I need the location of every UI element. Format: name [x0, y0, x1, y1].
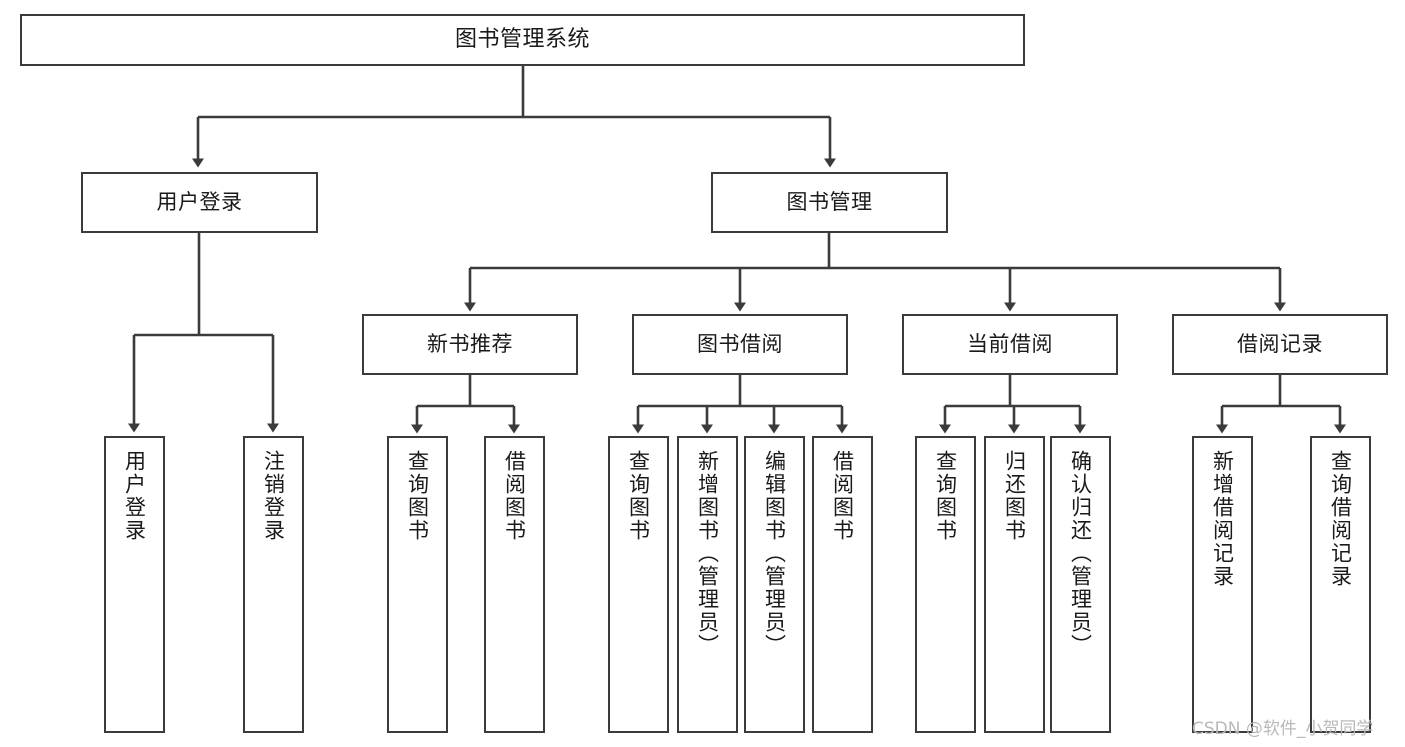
node-book-management[interactable]: 图书管理 [711, 172, 948, 233]
csdn-watermark: CSDN @软件_小贺同学 [1192, 719, 1374, 739]
node-leaf-user-logout[interactable]: 注销登录 [243, 436, 304, 733]
node-leaf-user-logout-label: 注销登录 [261, 450, 286, 542]
node-leaf-borrow-borrow-book-label: 借阅图书 [830, 450, 855, 542]
node-leaf-recommend-borrow-book[interactable]: 借阅图书 [484, 436, 545, 733]
node-leaf-recommend-query-book-label: 查询图书 [405, 450, 430, 542]
node-book-management-label: 图书管理 [786, 189, 873, 214]
node-current-borrow[interactable]: 当前借阅 [902, 314, 1118, 375]
node-leaf-borrow-borrow-book[interactable]: 借阅图书 [812, 436, 873, 733]
node-leaf-borrow-query-book-label: 查询图书 [626, 450, 651, 542]
node-root[interactable]: 图书管理系统 [20, 14, 1025, 66]
node-leaf-current-query-book-label: 查询图书 [933, 450, 958, 542]
node-new-book-recommend-label: 新书推荐 [427, 331, 513, 356]
node-leaf-user-login-label: 用户登录 [122, 450, 147, 542]
node-user-login[interactable]: 用户登录 [81, 172, 318, 233]
node-leaf-current-confirm-return-label: 确认归还（管理员） [1068, 450, 1093, 657]
node-leaf-record-query-record[interactable]: 查询借阅记录 [1310, 436, 1371, 733]
node-leaf-current-confirm-return[interactable]: 确认归还（管理员） [1050, 436, 1111, 733]
node-leaf-record-add-record[interactable]: 新增借阅记录 [1192, 436, 1253, 733]
node-leaf-user-login[interactable]: 用户登录 [104, 436, 165, 733]
node-leaf-current-return-book-label: 归还图书 [1002, 450, 1027, 542]
node-leaf-recommend-borrow-book-label: 借阅图书 [502, 450, 527, 542]
node-leaf-borrow-edit-book-label: 编辑图书（管理员） [762, 450, 787, 657]
node-leaf-record-query-record-label: 查询借阅记录 [1328, 450, 1353, 588]
node-new-book-recommend[interactable]: 新书推荐 [362, 314, 578, 375]
node-leaf-current-query-book[interactable]: 查询图书 [915, 436, 976, 733]
node-current-borrow-label: 当前借阅 [967, 331, 1053, 356]
node-leaf-current-return-book[interactable]: 归还图书 [984, 436, 1045, 733]
node-root-label: 图书管理系统 [454, 26, 590, 52]
node-leaf-borrow-edit-book[interactable]: 编辑图书（管理员） [744, 436, 805, 733]
node-leaf-borrow-add-book-label: 新增图书（管理员） [695, 450, 720, 657]
node-book-borrow-label: 图书借阅 [697, 331, 783, 356]
node-borrow-record-label: 借阅记录 [1237, 331, 1323, 356]
node-borrow-record[interactable]: 借阅记录 [1172, 314, 1388, 375]
node-leaf-record-add-record-label: 新增借阅记录 [1210, 450, 1235, 588]
node-leaf-borrow-add-book[interactable]: 新增图书（管理员） [677, 436, 738, 733]
node-leaf-borrow-query-book[interactable]: 查询图书 [608, 436, 669, 733]
node-book-borrow[interactable]: 图书借阅 [632, 314, 848, 375]
node-user-login-label: 用户登录 [156, 189, 243, 214]
node-leaf-recommend-query-book[interactable]: 查询图书 [387, 436, 448, 733]
